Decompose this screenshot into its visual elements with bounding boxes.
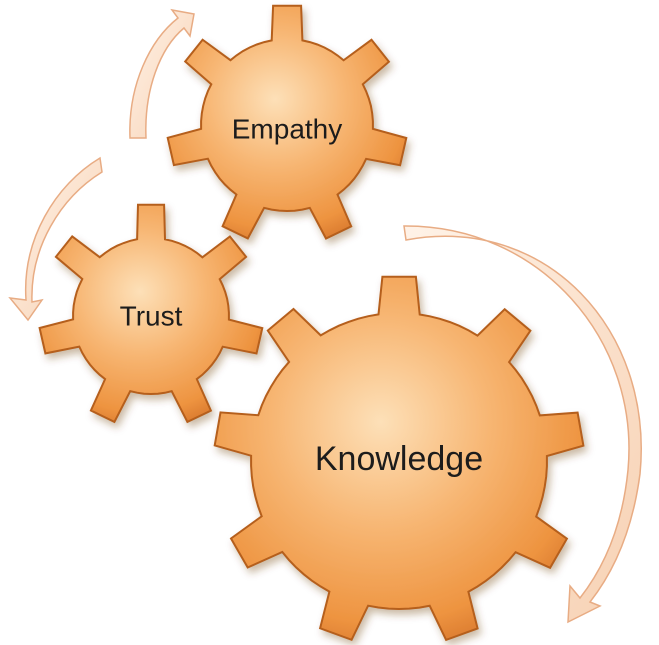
gear-icon	[213, 275, 585, 642]
gear-label-trust: Trust	[120, 300, 183, 331]
curved-arrow-icon	[129, 8, 195, 139]
gear-trust: Trust	[38, 203, 264, 424]
gear-knowledge: Knowledge	[213, 275, 585, 642]
curved-arrow-icon	[403, 225, 642, 624]
gear-icon	[38, 203, 264, 424]
gear-label-knowledge: Knowledge	[315, 440, 483, 478]
gear-icon	[166, 4, 408, 240]
curved-arrow-icon	[8, 156, 103, 322]
gear-empathy: Empathy	[166, 4, 408, 240]
gear-label-empathy: Empathy	[232, 113, 343, 144]
